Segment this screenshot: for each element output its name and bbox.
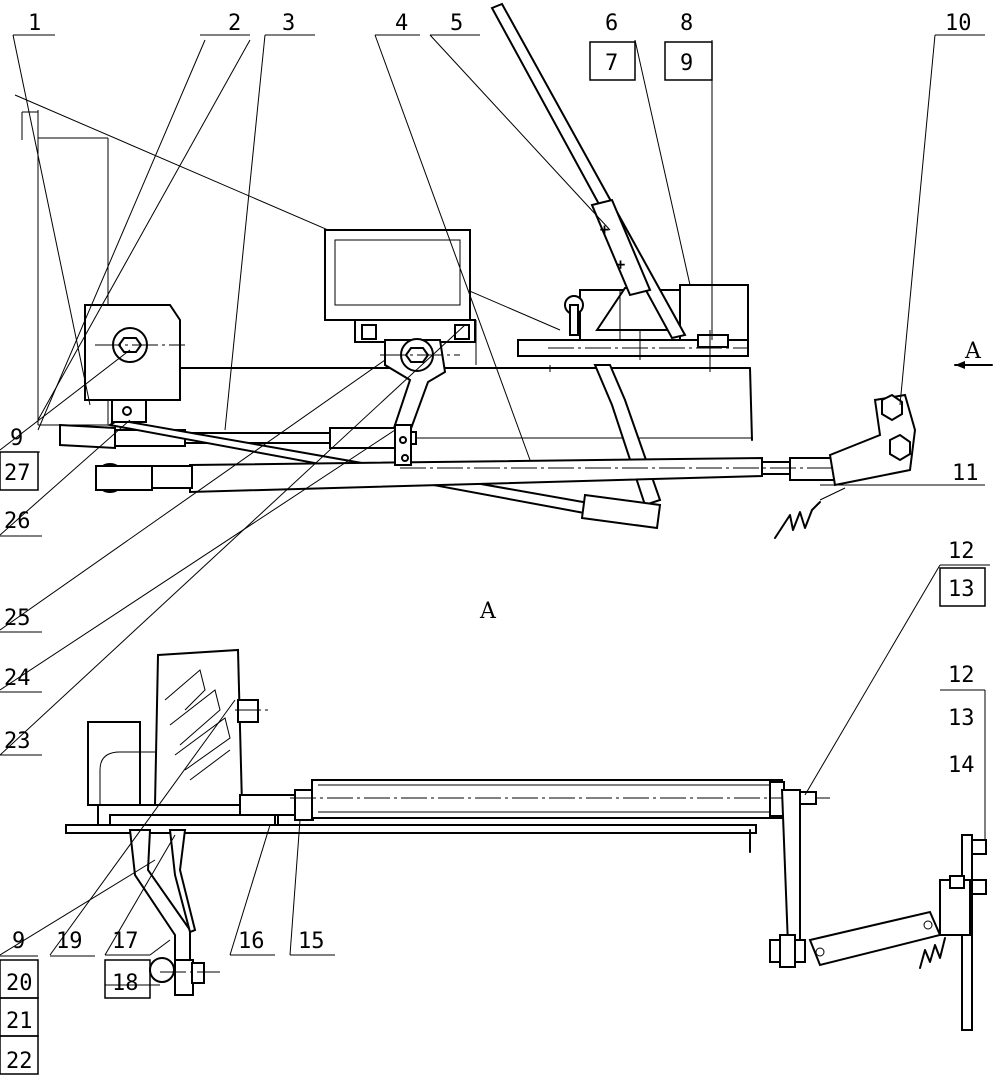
callout-13-b: 13 (948, 706, 975, 731)
callout-25: 25 (4, 606, 31, 631)
callout-15: 15 (298, 929, 325, 954)
callout-13: 13 (948, 577, 975, 602)
callouts: 1 2 3 4 5 6 7 8 9 10 9 27 26 25 24 23 11… (0, 11, 986, 1075)
callout-9-bottom: 9 (12, 929, 25, 954)
callout-8: 8 (680, 11, 693, 36)
spring-11 (774, 501, 821, 539)
view-label-a: A (479, 599, 497, 624)
callout-18: 18 (112, 971, 139, 996)
svg-text:+: + (616, 257, 625, 274)
callout-5: 5 (450, 11, 463, 36)
callout-14: 14 (948, 753, 975, 778)
callout-16: 16 (238, 929, 265, 954)
callout-21: 21 (6, 1009, 33, 1034)
callout-6: 6 (605, 11, 618, 36)
callout-4: 4 (395, 11, 408, 36)
callout-7: 7 (605, 51, 618, 76)
callout-27: 27 (4, 461, 31, 486)
callout-9-left: 9 (10, 426, 23, 451)
pedal-block (153, 648, 244, 806)
svg-text:+: + (600, 222, 609, 239)
link-arm (808, 910, 942, 967)
callout-12-b: 12 (948, 663, 975, 688)
callout-24: 24 (4, 666, 31, 691)
callout-19: 19 (56, 929, 83, 954)
callout-12: 12 (948, 539, 975, 564)
callout-20: 20 (6, 971, 33, 996)
upper-rod (59, 423, 116, 450)
callout-3: 3 (282, 11, 295, 36)
callout-11: 11 (952, 461, 979, 486)
lower-view-a: A (0, 564, 990, 1031)
pedal-arm (490, 2, 687, 340)
callout-26: 26 (4, 509, 31, 534)
callout-22: 22 (6, 1049, 33, 1074)
right-vertical-lever (780, 789, 801, 946)
callout-23: 23 (4, 729, 31, 754)
callout-2: 2 (228, 11, 241, 36)
spring-lower (919, 937, 946, 969)
callout-10: 10 (945, 11, 972, 36)
callout-9-top: 9 (680, 51, 693, 76)
center-mount (324, 229, 471, 321)
callout-17: 17 (112, 929, 139, 954)
callout-1: 1 (28, 11, 41, 36)
upper-view: + + A (0, 2, 993, 756)
base-rail (65, 824, 757, 834)
section-mark-a: A (964, 339, 982, 364)
